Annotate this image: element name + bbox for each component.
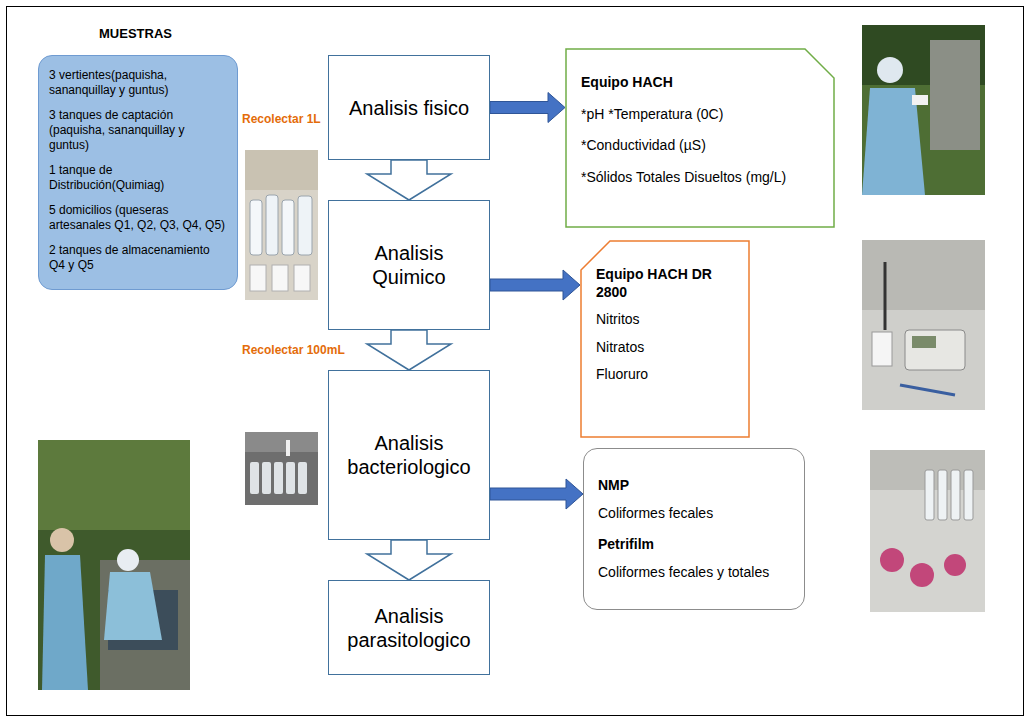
- node-text: 3 vertientes(paquisha, sananquillay y gu…: [49, 68, 227, 98]
- block-arrow-right: [490, 479, 583, 509]
- block-arrow-down: [367, 540, 451, 580]
- node-text: *Sólidos Totales Disueltos (mg/L): [581, 169, 819, 187]
- equipment-box: Equipo HACH DR 2800NitritosNitratosFluor…: [580, 240, 750, 438]
- node-text: *Conductividad (µS): [581, 137, 819, 155]
- node-text: *pH *Temperatura (0C): [581, 106, 819, 124]
- process-box: Analisis fisico: [328, 55, 490, 160]
- node-text: Fluoruro: [596, 366, 734, 384]
- text-area: Analisis bacteriologico: [329, 421, 489, 489]
- text-area: MUESTRAS3 vertientes(paquisha, sananquil…: [39, 56, 237, 287]
- node-text: Analisis Quimico: [337, 241, 481, 289]
- photo-lab-meter: [862, 240, 985, 410]
- photo-field-measurement: [862, 25, 985, 195]
- process-box: Analisis bacteriologico: [328, 370, 490, 540]
- node-text: Nitritos: [596, 311, 734, 329]
- text-area: Analisis parasitologico: [329, 594, 489, 662]
- photo-bottles-1l: [245, 150, 318, 300]
- photo-bottles-100ml: [245, 432, 318, 505]
- outer-frame: [7, 7, 1024, 716]
- box-outline-path: [581, 241, 749, 437]
- block-arrow-right: [490, 270, 580, 300]
- node-text: Coliformes fecales y totales: [598, 564, 790, 582]
- node-text: Equipo HACH: [581, 74, 819, 92]
- sample-list-box: MUESTRAS3 vertientes(paquisha, sananquil…: [38, 55, 238, 290]
- node-text: 1 tanque de Distribución(Quimiag): [49, 163, 227, 193]
- block-arrow-right: [490, 93, 565, 123]
- photo-sampling-tank: [38, 440, 190, 690]
- node-text: Petrifilm: [598, 536, 790, 554]
- node-text: Analisis parasitologico: [337, 604, 481, 652]
- text-area: NMP Coliformes fecalesPetrifilmColiformes…: [584, 465, 804, 593]
- node-text: Coliformes fecales: [598, 505, 790, 523]
- node-text: 2 tanques de almacenamiento Q4 y Q5: [49, 243, 227, 273]
- section-heading: MUESTRAS: [99, 26, 172, 41]
- block-arrow-down: [367, 330, 451, 370]
- node-text: Nitratos: [596, 339, 734, 357]
- node-text: NMP: [598, 477, 790, 495]
- text-area: Analisis Quimico: [329, 231, 489, 299]
- process-box: Analisis parasitologico: [328, 580, 490, 675]
- box-outline-path: [566, 49, 834, 227]
- instruction-label: Recolectar 1L: [242, 112, 321, 126]
- instruction-label: Recolectar 100mL: [242, 343, 345, 357]
- node-text: Equipo HACH DR 2800: [596, 266, 734, 301]
- text-area: Equipo HACH *pH *Temperatura (0C) *Conduct…: [565, 48, 835, 206]
- method-box: NMP Coliformes fecalesPetrifilmColiformes…: [583, 448, 805, 610]
- text-area: Analisis fisico: [329, 86, 489, 130]
- text-area: Equipo HACH DR 2800NitritosNitratosFluor…: [580, 240, 750, 400]
- node-text: Analisis bacteriologico: [337, 431, 481, 479]
- node-text: Analisis fisico: [337, 96, 481, 120]
- equipment-box: Equipo HACH *pH *Temperatura (0C) *Conduct…: [565, 48, 835, 228]
- block-arrow-down: [367, 160, 451, 200]
- node-text: 3 tanques de captación (paquisha, sananq…: [49, 108, 227, 153]
- node-text: 5 domicilios (queseras artesanales Q1, Q…: [49, 203, 227, 233]
- photo-petrifilm-bench: [870, 450, 985, 612]
- process-box: Analisis Quimico: [328, 200, 490, 330]
